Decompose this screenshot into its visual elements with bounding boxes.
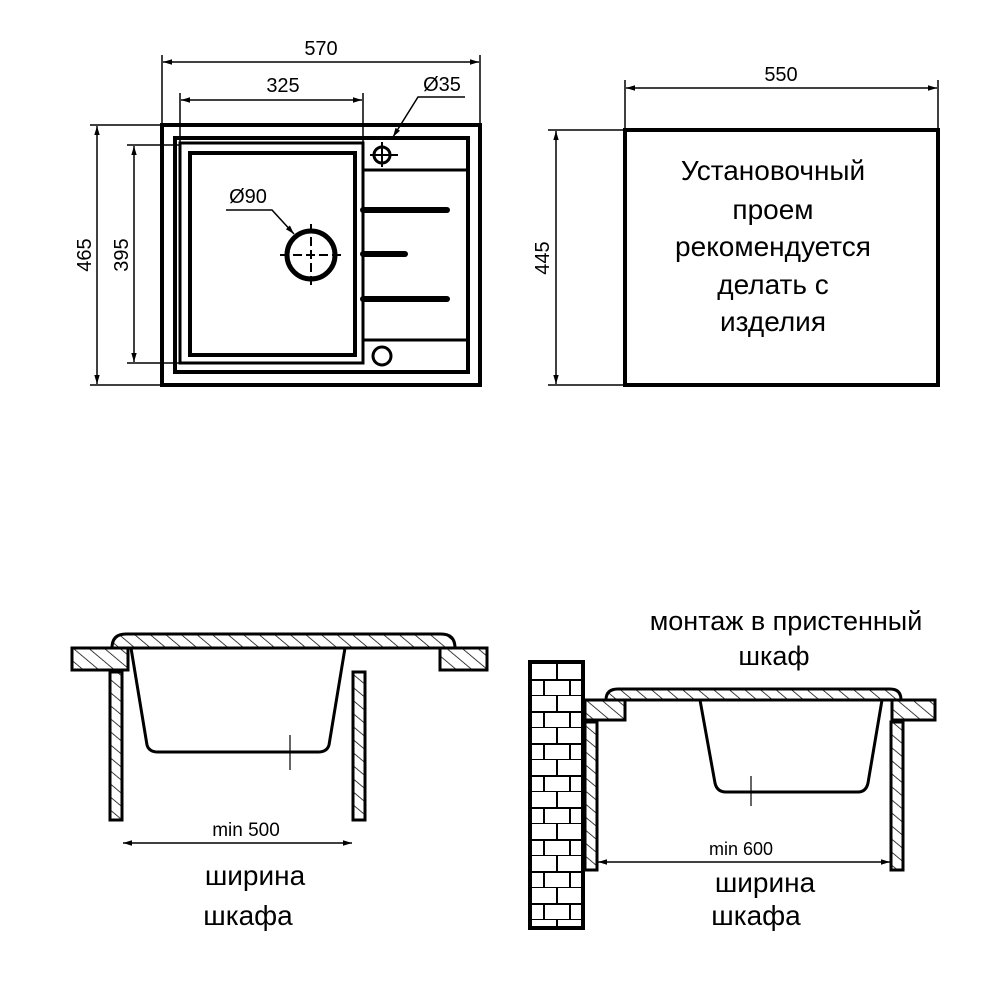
cutout-note-line: рекомендуется	[675, 231, 871, 262]
drain-hole-icon	[280, 224, 344, 287]
cutout-note-line: изделия	[720, 306, 826, 337]
min-width-500: min 500	[212, 820, 280, 841]
dim-cutout-width: 550	[764, 64, 797, 86]
dim-tap-hole: Ø35	[423, 74, 461, 96]
cabinet-width-label: ширина	[715, 867, 816, 898]
wall-install-section: монтаж в пристенный шкаф min 600 ширина …	[528, 606, 937, 931]
cutout-view: 550 445 Установочный проем рекомендуется…	[532, 64, 940, 387]
cabinet-width-label: ширина	[205, 860, 306, 891]
dim-bowl-width-325: 325	[266, 75, 299, 97]
dim-bowl-height-395: 395	[111, 238, 133, 271]
cutout-note-line: проем	[732, 194, 813, 225]
dim-drain: Ø90	[229, 186, 267, 208]
drainer-grooves	[360, 207, 450, 302]
wall-install-title: монтаж в пристенный	[650, 606, 923, 636]
tap-hole-icon	[370, 142, 398, 167]
brick-wall	[528, 660, 585, 930]
cabinet-width-label: шкафа	[711, 900, 801, 931]
cabinet-width-label: шкафа	[203, 900, 293, 931]
dim-height-465: 465	[74, 238, 96, 271]
standard-install-section: min 500 ширина шкафа	[70, 632, 489, 931]
cutout-note-line: делать с	[717, 269, 828, 300]
dim-width-570: 570	[304, 38, 337, 60]
cutout-note-line: Установочный	[681, 155, 865, 186]
min-width-600: min 600	[709, 839, 773, 859]
overflow-hole-icon	[371, 345, 393, 367]
wall-install-title: шкаф	[738, 641, 809, 671]
sink-top-view: 570 325 Ø35 Ø90 465 395	[74, 38, 482, 387]
dim-cutout-height: 445	[532, 241, 554, 274]
